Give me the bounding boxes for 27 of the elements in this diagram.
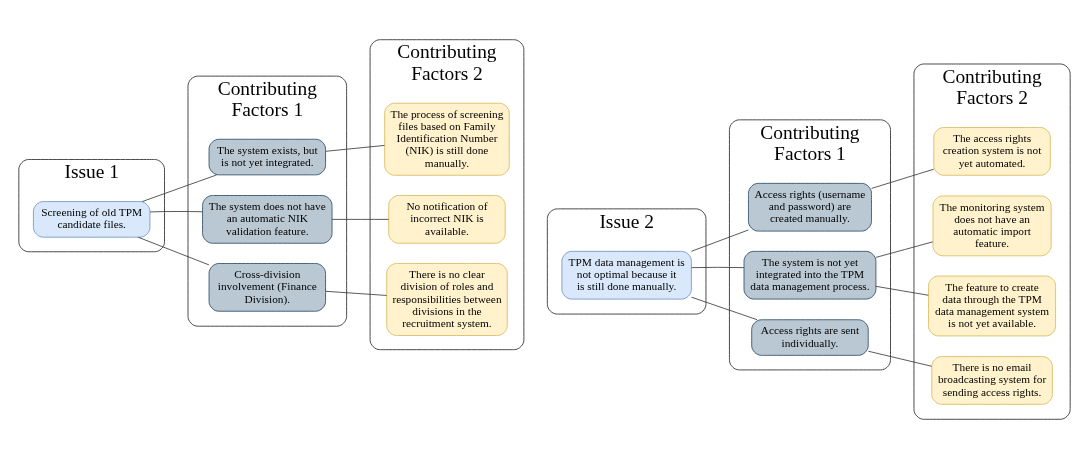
node-box: Access rights are sent individually.	[751, 319, 869, 356]
connector	[325, 290, 388, 296]
connector	[871, 168, 935, 189]
node-box: No notification of incorrect NIK is available.	[388, 195, 506, 244]
connector	[867, 350, 933, 367]
node-box: Screening of old TPM candidate files.	[33, 201, 151, 238]
connector	[325, 145, 385, 152]
connector	[149, 211, 203, 213]
node-box: Cross-division involvement (Finance Division).	[208, 263, 326, 312]
connector	[691, 266, 745, 269]
connector	[691, 229, 749, 252]
connector	[331, 218, 389, 220]
connector	[141, 174, 218, 202]
node-box: The system does not have an automatic NIK validation feature.	[202, 195, 333, 244]
node-box: Access rights (username and password) are created manually.	[748, 182, 872, 232]
node-box: The system exists, but is not yet integrated.	[208, 138, 326, 176]
node-box: There is no email broadcasting system for sending access rights.	[931, 356, 1053, 405]
connector	[691, 296, 758, 321]
node-box: The access rights creation system is not yet automated.	[933, 127, 1051, 176]
node-box: The monitoring system does not have an automatic import feature.	[932, 195, 1052, 257]
node-box: There is no clear division of roles and responsibilities between divisions in the recruitment system.	[386, 263, 508, 336]
connector	[875, 241, 934, 258]
node-box: The system is not yet integrated into the TPM data management process.	[743, 250, 877, 300]
node-box: The feature to create data through the TPM data management system is not yet available.	[928, 275, 1056, 337]
node-box: The process of screening files based on Family Identification Number (NIK) is still done manually.	[384, 102, 510, 176]
connector	[875, 285, 929, 296]
node-box: TPM data management is not optimal because it is still done manually.	[561, 250, 692, 300]
